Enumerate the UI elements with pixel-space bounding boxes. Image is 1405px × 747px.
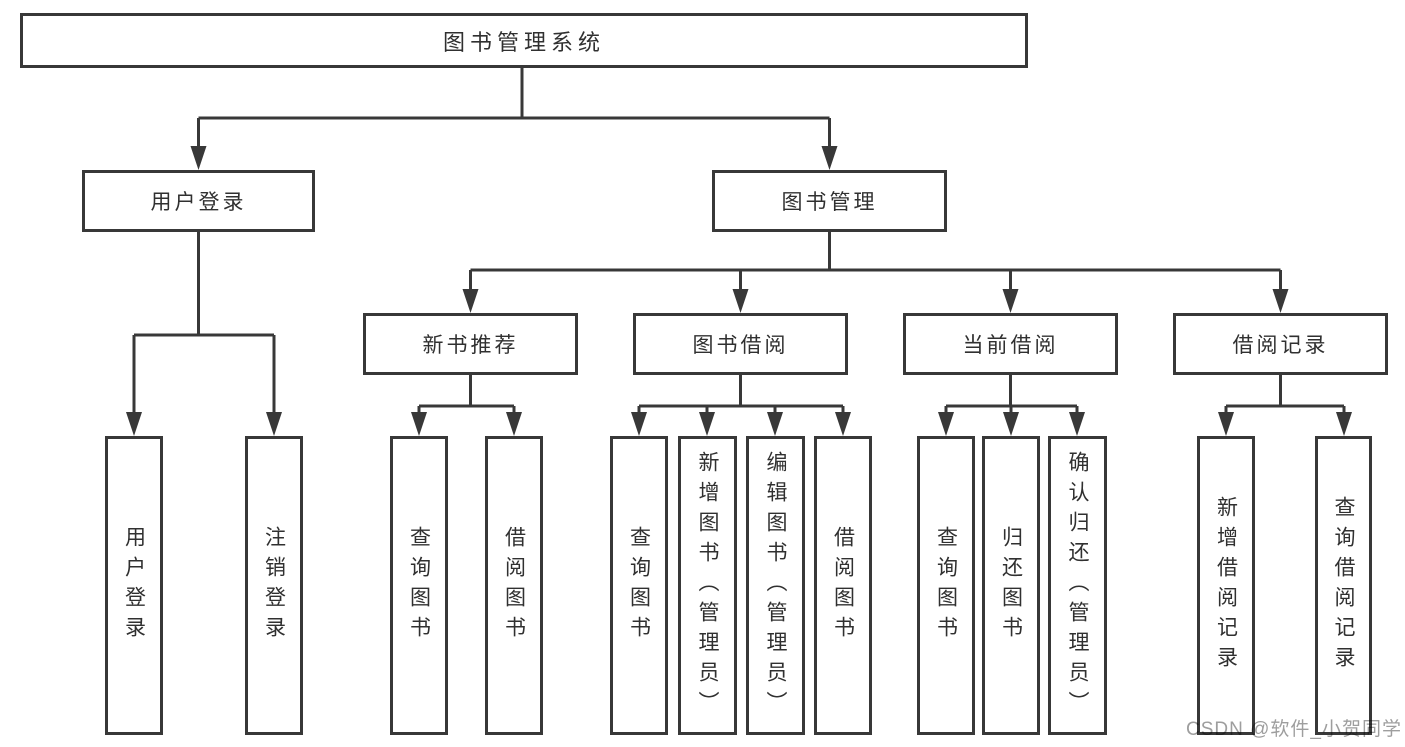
leaf-borrow-query-books: 查询图书 bbox=[610, 436, 668, 735]
leaf-user-login-label: 用户登录 bbox=[122, 525, 146, 646]
connector-management-to-level3 bbox=[462, 232, 1289, 313]
leaf-records-query-record-label: 查询借阅记录 bbox=[1332, 495, 1355, 676]
leaf-borrow-query-books-label: 查询图书 bbox=[627, 525, 651, 646]
node-library-system-label: 图书管理系统 bbox=[442, 29, 605, 55]
leaf-newbook-query-books-label: 查询图书 bbox=[407, 525, 431, 646]
leaf-newbook-borrow-books: 借阅图书 bbox=[485, 436, 543, 735]
leaf-current-return-books-label: 归还图书 bbox=[999, 525, 1023, 646]
leaf-borrow-edit-books: 编辑图书（管理员） bbox=[746, 436, 805, 735]
leaf-logout-label: 注销登录 bbox=[262, 525, 286, 646]
leaf-borrow-borrow-books: 借阅图书 bbox=[814, 436, 872, 735]
node-borrow-records-label: 借阅记录 bbox=[1232, 334, 1329, 357]
leaf-borrow-add-books-label: 新增图书（管理员） bbox=[696, 450, 719, 721]
leaf-current-confirm-return-label: 确认归还（管理员） bbox=[1066, 450, 1089, 721]
leaf-records-add-record: 新增借阅记录 bbox=[1197, 436, 1255, 735]
csdn-watermark: CSDN @软件_小贺同学 bbox=[1186, 719, 1402, 740]
node-book-management: 图书管理 bbox=[712, 170, 947, 232]
node-current-borrow-label: 当前借阅 bbox=[962, 334, 1059, 357]
leaf-logout: 注销登录 bbox=[245, 436, 303, 735]
connector-userlogin-to-leaves bbox=[126, 232, 282, 436]
node-book-management-label: 图书管理 bbox=[781, 191, 878, 214]
node-user-login: 用户登录 bbox=[82, 170, 315, 232]
leaf-borrow-borrow-books-label: 借阅图书 bbox=[831, 525, 855, 646]
leaf-borrow-add-books: 新增图书（管理员） bbox=[678, 436, 737, 735]
connector-newbook-to-leaves bbox=[411, 375, 522, 436]
node-book-borrow-label: 图书借阅 bbox=[692, 334, 789, 357]
node-library-system: 图书管理系统 bbox=[20, 13, 1028, 68]
leaf-current-return-books: 归还图书 bbox=[982, 436, 1040, 735]
leaf-newbook-borrow-books-label: 借阅图书 bbox=[502, 525, 526, 646]
leaf-records-add-record-label: 新增借阅记录 bbox=[1214, 495, 1238, 676]
node-new-book-recommend: 新书推荐 bbox=[363, 313, 578, 375]
leaf-newbook-query-books: 查询图书 bbox=[390, 436, 448, 735]
node-borrow-records: 借阅记录 bbox=[1173, 313, 1388, 375]
connector-records-to-leaves bbox=[1218, 375, 1352, 436]
leaf-current-confirm-return: 确认归还（管理员） bbox=[1048, 436, 1107, 735]
connector-borrow-to-leaves bbox=[631, 375, 851, 436]
connector-current-to-leaves bbox=[938, 375, 1085, 436]
leaf-borrow-edit-books-label: 编辑图书（管理员） bbox=[764, 450, 787, 721]
node-current-borrow: 当前借阅 bbox=[903, 313, 1118, 375]
node-new-book-recommend-label: 新书推荐 bbox=[422, 334, 519, 357]
leaf-current-query-books: 查询图书 bbox=[917, 436, 975, 735]
node-book-borrow: 图书借阅 bbox=[633, 313, 848, 375]
node-user-login-label: 用户登录 bbox=[150, 191, 247, 214]
leaf-current-query-books-label: 查询图书 bbox=[934, 525, 958, 646]
leaf-user-login: 用户登录 bbox=[105, 436, 163, 735]
connector-root-to-level2 bbox=[190, 68, 838, 170]
leaf-records-query-record: 查询借阅记录 bbox=[1315, 436, 1372, 735]
